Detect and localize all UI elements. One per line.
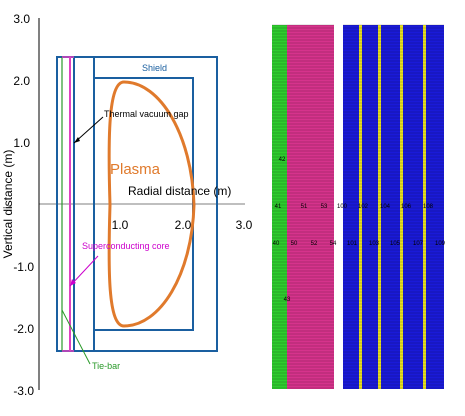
y-tick-1: 1.0	[13, 136, 30, 150]
x-tick-labels: 1.0 2.0 3.0	[112, 218, 253, 232]
sc-core-arrow	[69, 255, 99, 287]
label-101: 101	[347, 241, 358, 247]
label-102: 102	[358, 204, 369, 210]
y-tick-0: -	[8, 198, 12, 212]
yellow-strip-3	[400, 25, 403, 389]
label-104: 104	[380, 204, 391, 210]
left-panel: 3.0 2.0 1.0 - -1.0 -2.0 -3.0 Vertical di…	[1, 12, 253, 398]
label-51: 51	[301, 204, 308, 210]
y-tick-m1: -1.0	[13, 260, 34, 274]
sc-core-label: Superconducting core	[82, 241, 170, 251]
yellow-strip-4	[423, 25, 426, 389]
label-100: 100	[337, 204, 348, 210]
yellow-strip-1	[359, 25, 362, 389]
label-41: 41	[275, 204, 282, 210]
region-magenta	[287, 25, 334, 389]
shield-label: Shield	[142, 63, 167, 73]
y-tick-m2: -2.0	[13, 322, 34, 336]
thermal-gap-arrowhead	[74, 137, 80, 143]
yellow-strip-2	[378, 25, 381, 389]
label-53: 53	[321, 204, 328, 210]
mesh-lines	[272, 24, 444, 389]
magnet-column	[73, 56, 95, 352]
label-40: 40	[273, 241, 280, 247]
tie-bar-arrow	[61, 309, 91, 365]
y-tick-2: 2.0	[13, 74, 30, 88]
x-tick-2: 2.0	[175, 218, 192, 232]
label-107: 107	[413, 241, 424, 247]
y-axis-title: Vertical distance (m)	[1, 150, 15, 259]
region-labels: 42 41 40 43 50 51 52 53 54 100 101 102 1…	[273, 157, 446, 303]
label-105: 105	[390, 241, 401, 247]
shield-outer-box	[56, 56, 218, 352]
x-tick-3: 3.0	[236, 218, 253, 232]
tie-bar-label: Tie-bar	[92, 361, 120, 371]
label-50: 50	[291, 241, 298, 247]
y-tick-m3: -3.0	[13, 384, 34, 398]
sc-core-arrowhead	[70, 279, 76, 286]
label-109: 109	[435, 241, 446, 247]
label-106: 106	[401, 204, 412, 210]
plasma-boundary	[107, 80, 196, 328]
y-tick-3: 3.0	[13, 12, 30, 26]
thermal-gap-label: Thermal vacuum gap	[104, 109, 189, 119]
right-panel: 42 41 40 43 50 51 52 53 54 100 101 102 1…	[272, 24, 446, 389]
label-54: 54	[330, 241, 337, 247]
y-tick-labels: 3.0 2.0 1.0 - -1.0 -2.0 -3.0	[8, 12, 34, 398]
label-103: 103	[369, 241, 380, 247]
x-tick-1: 1.0	[112, 218, 129, 232]
label-52: 52	[311, 241, 318, 247]
label-43: 43	[284, 297, 291, 303]
label-42: 42	[279, 157, 286, 163]
plasma-label: Plasma	[110, 161, 161, 178]
label-108: 108	[423, 204, 434, 210]
x-axis-title: Radial distance (m)	[128, 184, 231, 198]
